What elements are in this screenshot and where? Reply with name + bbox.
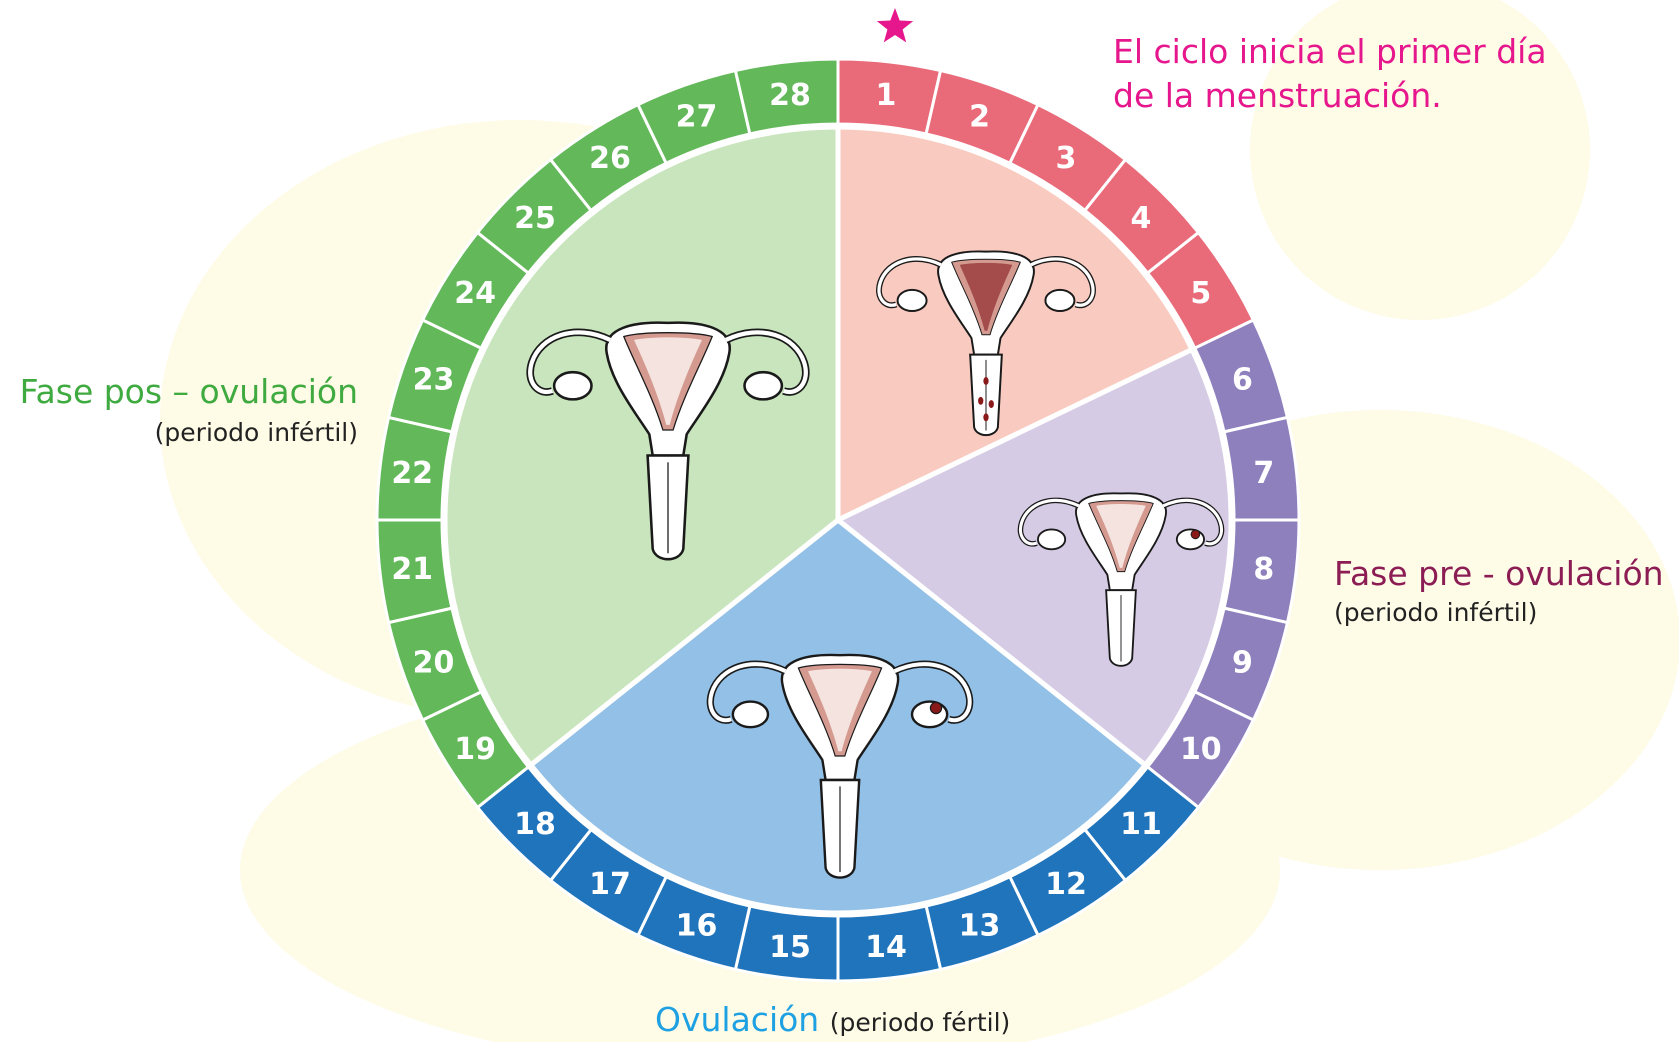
sector-pre <box>833 346 1234 769</box>
ovulation-label: Ovulación (periodo fértil) <box>655 1000 1010 1039</box>
day-number-19: 19 <box>454 732 496 767</box>
day-number-12: 12 <box>1045 867 1087 902</box>
cycle-start-note-line1: El ciclo inicia el primer día <box>1113 32 1547 71</box>
day-number-26: 26 <box>589 141 631 176</box>
day-number-20: 20 <box>413 646 455 681</box>
uterus-illustrations <box>526 250 1225 879</box>
day-number-1: 1 <box>876 78 897 113</box>
day-number-21: 21 <box>391 552 433 587</box>
day-number-18: 18 <box>514 807 556 842</box>
sector-menstruation <box>835 124 1196 524</box>
day-number-13: 13 <box>959 908 1001 943</box>
uterus-icon <box>706 653 974 879</box>
background-blob <box>1250 0 1590 320</box>
day-number-8: 8 <box>1253 552 1274 587</box>
ovulation-label-main: Ovulación <box>655 1000 820 1039</box>
day-ring: 1234567891011121314151617181920212223242… <box>375 57 1301 983</box>
day-number-5: 5 <box>1190 276 1211 311</box>
day-number-15: 15 <box>769 930 811 965</box>
uterus-icon <box>876 250 1096 437</box>
ovulation-label-sub: (periodo fértil) <box>829 1008 1011 1037</box>
sector-post <box>442 124 841 769</box>
day-number-22: 22 <box>391 456 433 491</box>
day-number-24: 24 <box>454 276 496 311</box>
pre-ovulation-sublabel: (periodo infértil) <box>1334 598 1538 627</box>
cycle-start-note: El ciclo inicia el primer día de la mens… <box>1113 30 1547 118</box>
day-number-16: 16 <box>676 908 718 943</box>
day-number-2: 2 <box>969 100 990 135</box>
pre-ovulation-label: Fase pre - ovulación <box>1334 554 1664 593</box>
cycle-start-note-line2: de la menstruación. <box>1113 76 1442 115</box>
day-number-28: 28 <box>769 78 811 113</box>
day-number-11: 11 <box>1120 807 1162 842</box>
uterus-icon <box>1017 492 1225 667</box>
day-number-9: 9 <box>1232 646 1253 681</box>
day-number-4: 4 <box>1131 201 1152 236</box>
post-ovulation-sublabel: (periodo infértil) <box>154 418 358 447</box>
post-ovulation-label: Fase pos – ovulación <box>19 372 358 411</box>
day-number-25: 25 <box>514 201 556 236</box>
day-number-7: 7 <box>1253 456 1274 491</box>
day-segment-28 <box>733 57 840 136</box>
day-number-6: 6 <box>1232 362 1253 397</box>
star-icon <box>876 8 914 43</box>
uterus-icon <box>526 321 810 561</box>
day-number-10: 10 <box>1180 732 1222 767</box>
day-number-17: 17 <box>589 867 631 902</box>
day-number-14: 14 <box>865 930 907 965</box>
day-number-27: 27 <box>676 100 718 135</box>
day-number-3: 3 <box>1056 141 1077 176</box>
day-number-23: 23 <box>413 362 455 397</box>
